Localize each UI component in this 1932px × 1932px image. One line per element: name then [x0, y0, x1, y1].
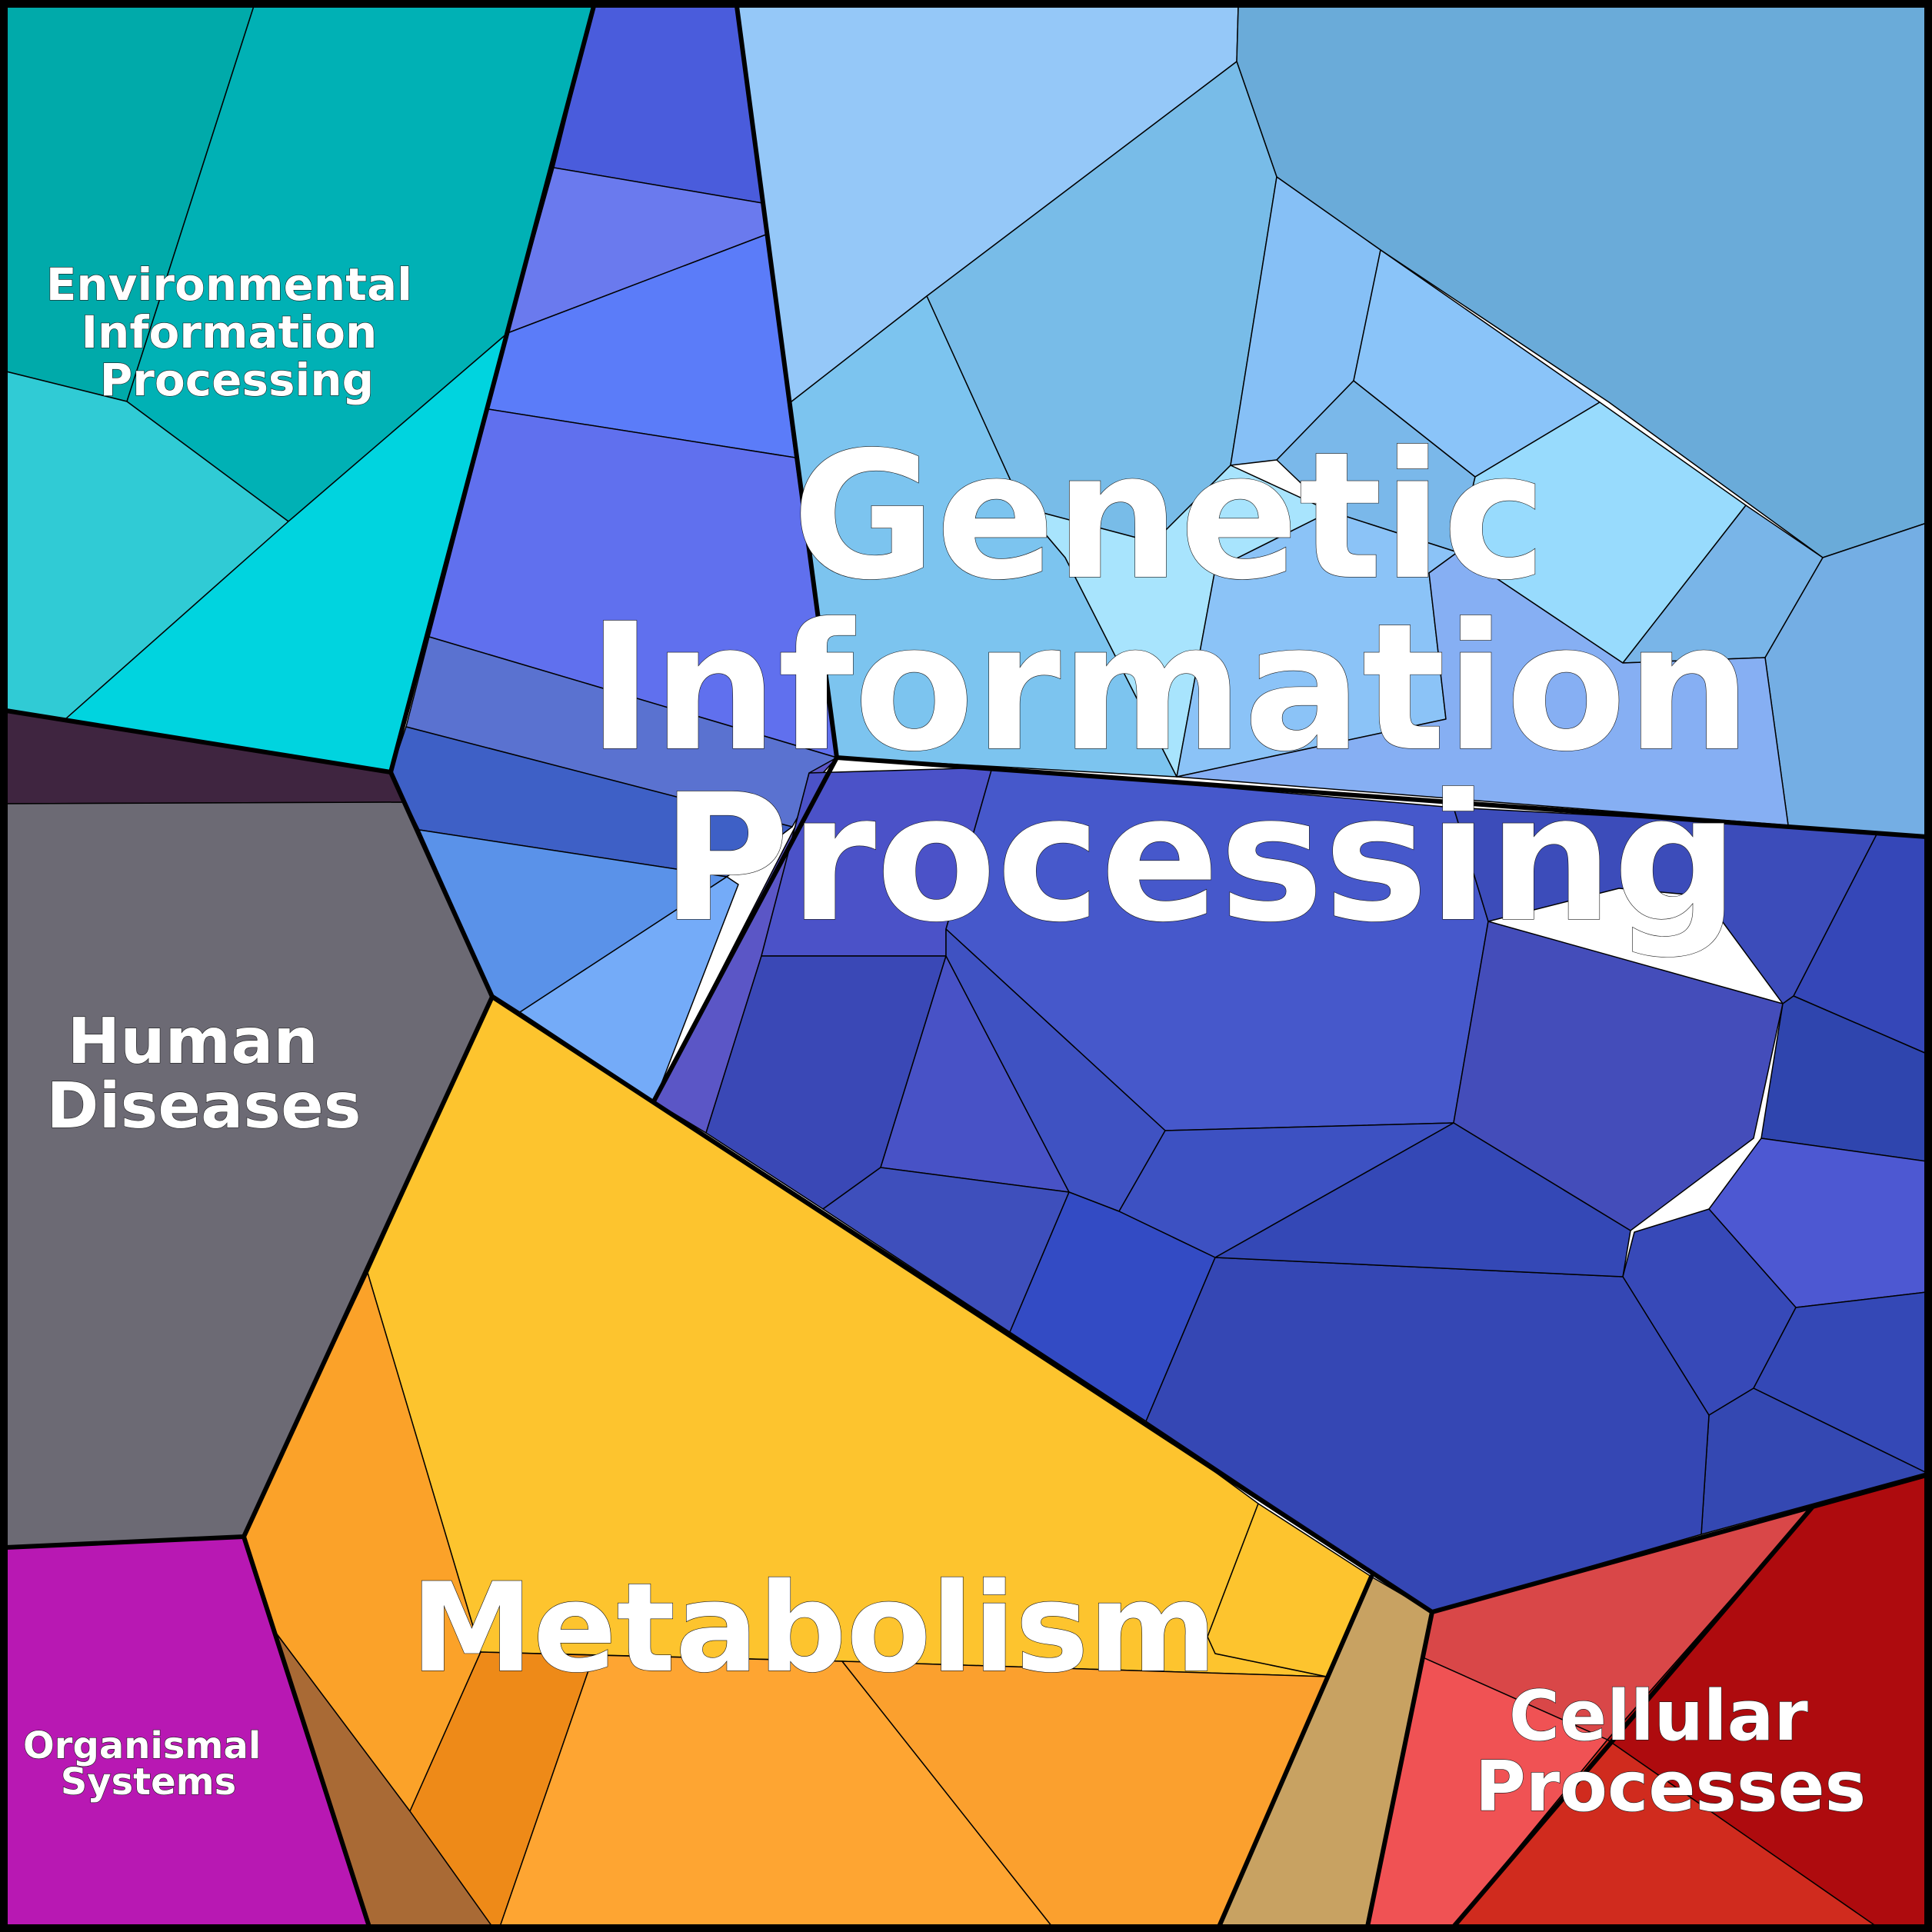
cell-gen-t13	[1176, 551, 1789, 826]
cell-gen-b19	[1214, 1122, 1631, 1277]
region-genetic-bottom	[653, 757, 1927, 1613]
cell-gen-b10	[1453, 921, 1784, 1231]
region-cellular	[1367, 1474, 1927, 1927]
label-organismal: Organismal Systems	[23, 1724, 274, 1804]
label-environmental: Environmental Information Processing	[46, 258, 428, 406]
cell-met-2	[1207, 1503, 1372, 1677]
labels: Environmental Information Processing Hum…	[22, 258, 1866, 1827]
label-cellular: Cellular Processes	[1475, 1676, 1866, 1827]
label-metabolism: Metabolism	[411, 1556, 1217, 1700]
label-human: Human Diseases	[46, 1005, 361, 1143]
label-genetic: Genetic Information Processing	[588, 414, 1812, 961]
region-environmental	[5, 5, 595, 773]
region-genetic-top	[736, 5, 1927, 838]
